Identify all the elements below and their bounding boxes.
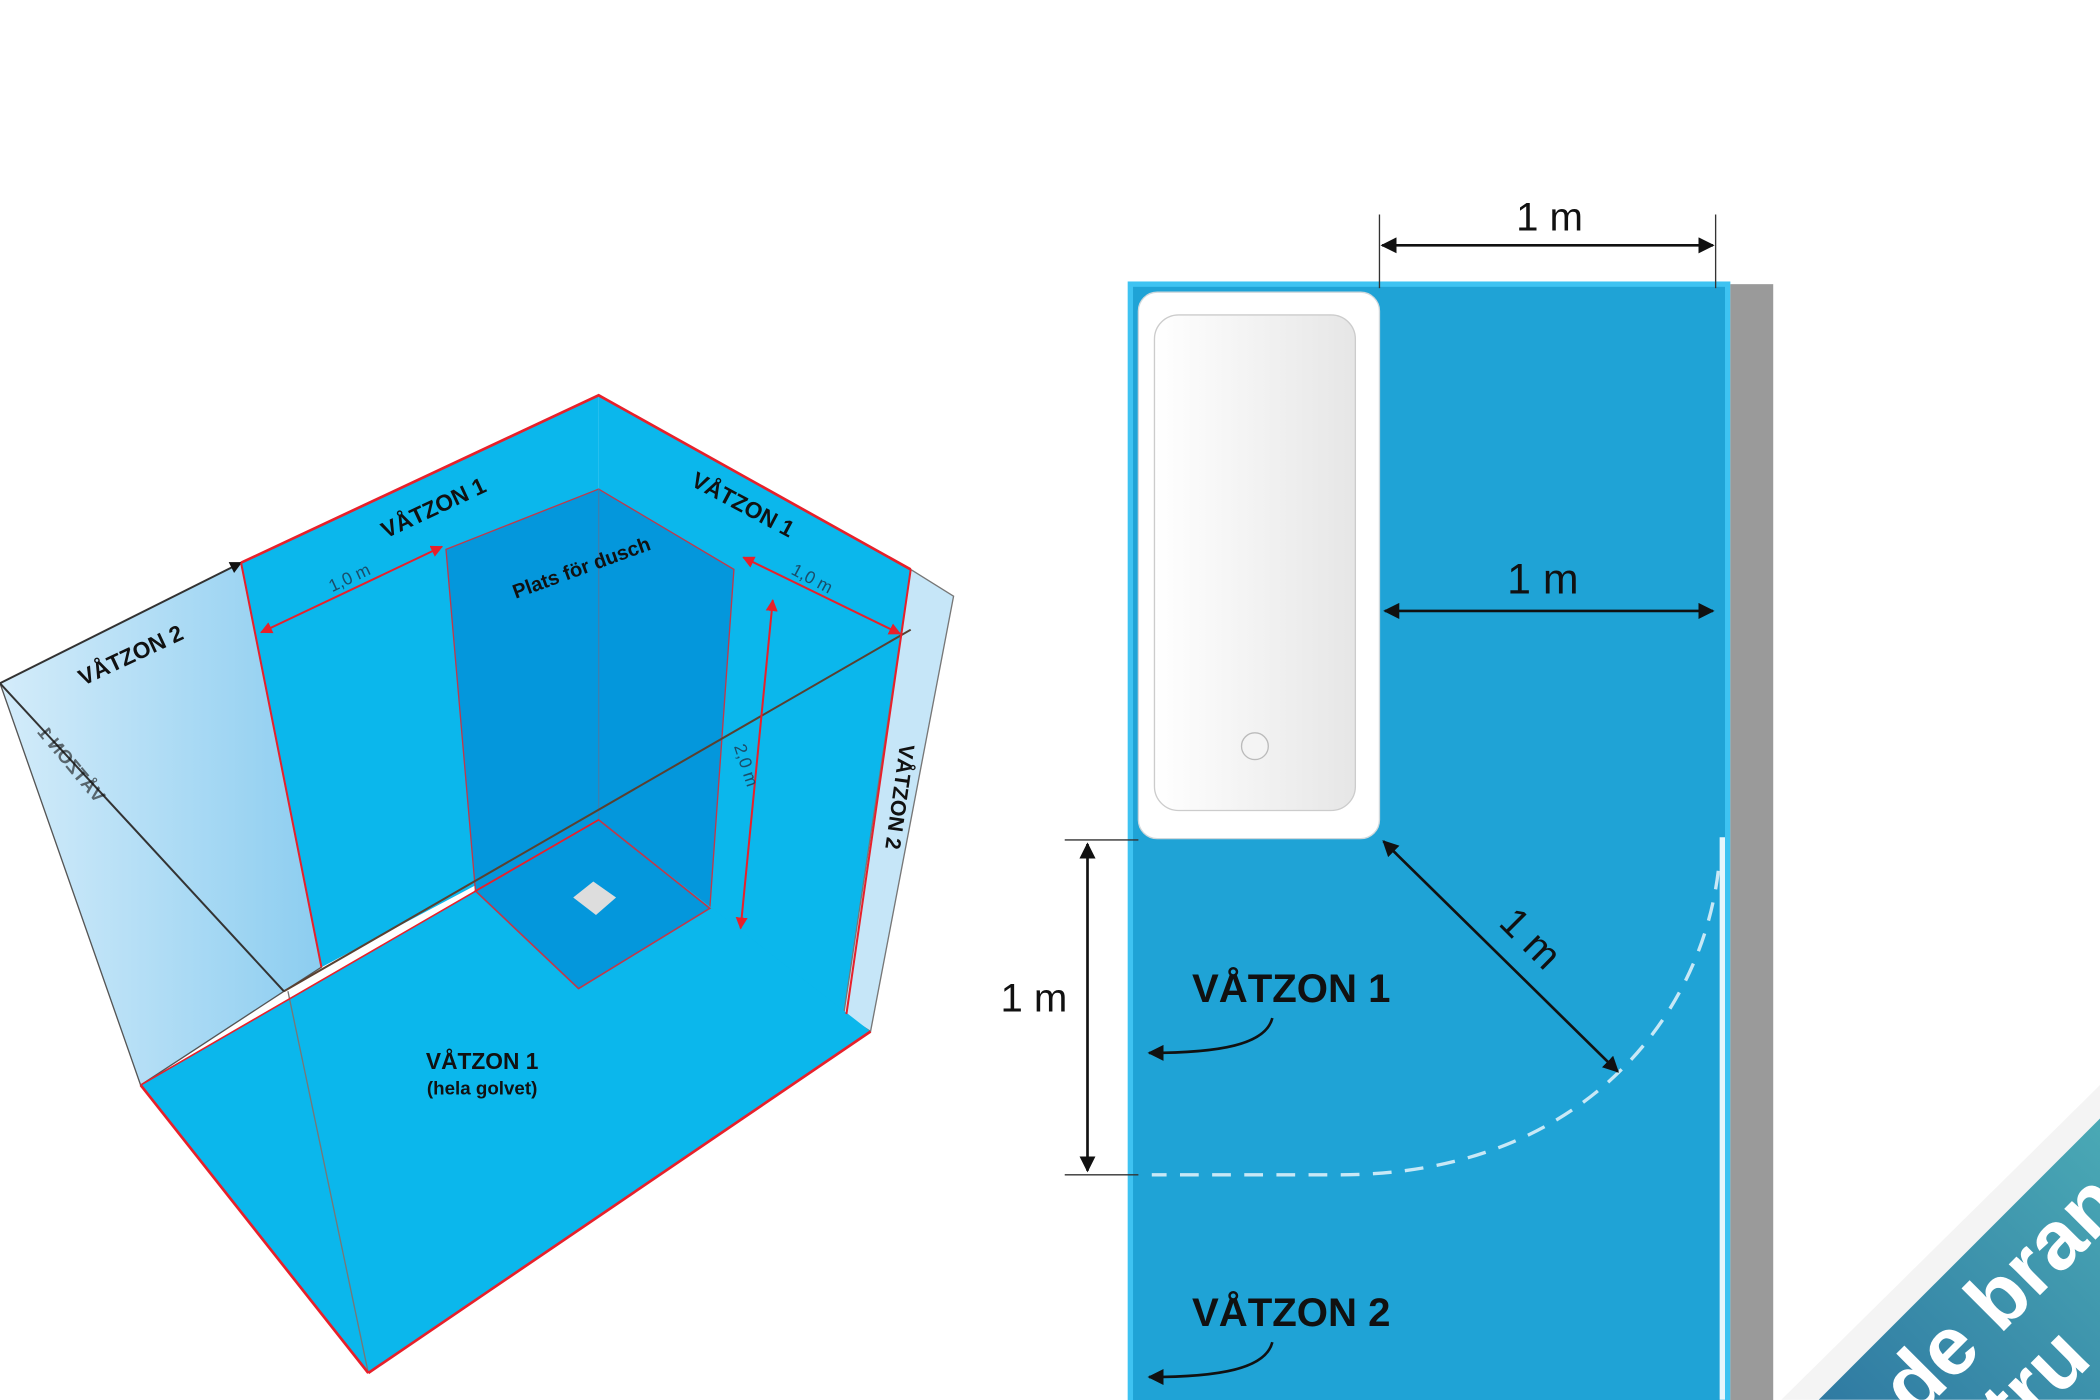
mid-dimension-label: 1 m bbox=[1507, 556, 1578, 604]
floor-note: (hela golvet) bbox=[427, 1077, 537, 1098]
plan-view: 1 m 1 m 1 m 1 m VÅTZON 1 VÅTZON 2 bbox=[1000, 195, 1774, 1400]
plan-zone1-label: VÅTZON 1 bbox=[1192, 966, 1391, 1011]
room-3d: VÅTZON 1 VÅTZON 1 VÅTZON 2 VÅTZON 2 VÅTZ… bbox=[0, 393, 955, 1375]
bathtub-basin bbox=[1153, 314, 1357, 812]
plan-zone2-label: VÅTZON 2 bbox=[1192, 1290, 1391, 1335]
left-dimension-label: 1 m bbox=[1000, 975, 1067, 1020]
floor-zone-label: VÅTZON 1 bbox=[426, 1048, 539, 1074]
zone1-boundary-arc bbox=[1151, 870, 1720, 1177]
corner-ribbon: de bran tru bbox=[1781, 1085, 2100, 1400]
bathtub-drain bbox=[1240, 732, 1269, 761]
floor-drain bbox=[573, 881, 617, 915]
wall bbox=[1730, 284, 1774, 1400]
floor bbox=[140, 819, 871, 1373]
top-dimension-label: 1 m bbox=[1516, 195, 1583, 240]
